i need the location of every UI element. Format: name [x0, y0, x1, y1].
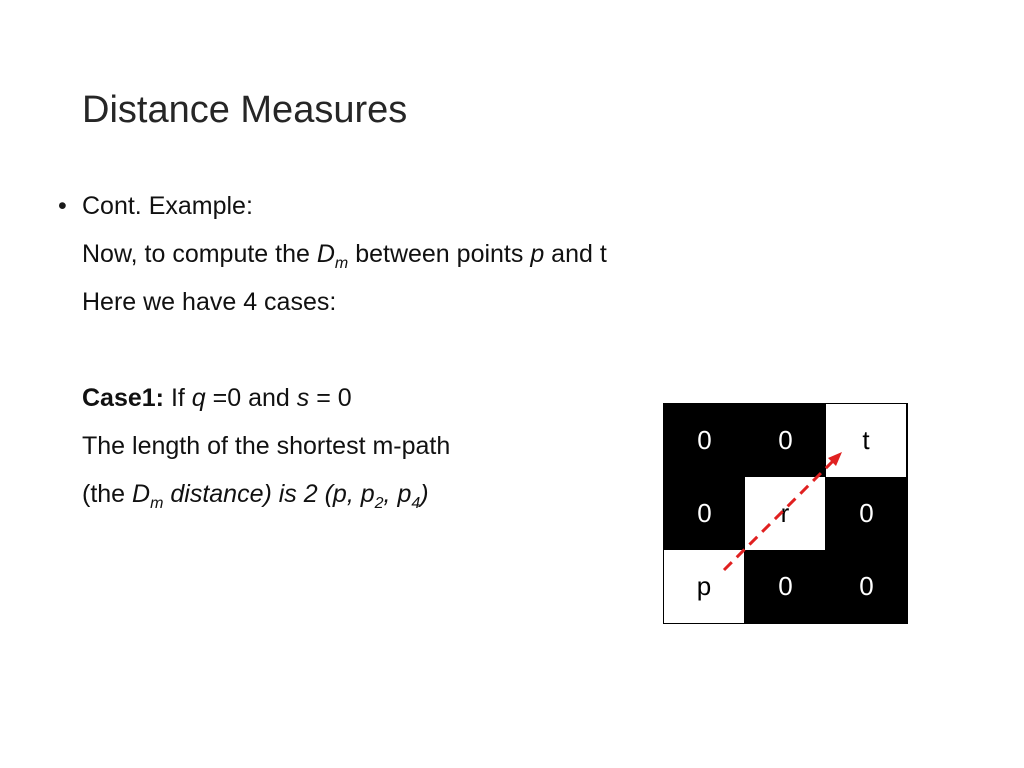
text-segment: Now, to compute the	[82, 240, 317, 268]
text-segment: If	[164, 384, 192, 412]
slide-title: Distance Measures	[82, 89, 408, 131]
grid-cell: 0	[664, 477, 745, 550]
line-cont-example: Cont. Example:	[82, 182, 607, 230]
grid-cell: t	[826, 404, 907, 477]
text-segment: )	[420, 480, 429, 508]
subscript-4: 4	[411, 495, 421, 512]
bullet-marker: •	[58, 192, 67, 220]
line-case1: Case1: If q =0 and s = 0	[82, 374, 607, 422]
symbol-s: s	[296, 384, 310, 412]
text-segment: = 0	[309, 384, 352, 412]
text-segment: (the	[82, 480, 133, 508]
symbol-p: p	[530, 240, 545, 268]
subscript-m: m	[334, 255, 349, 272]
grid-cell: 0	[664, 404, 745, 477]
symbol-d: D	[132, 480, 151, 508]
symbol-q: q	[191, 384, 206, 412]
grid-cell: 0	[745, 550, 826, 623]
text-segment: and t	[544, 240, 607, 268]
text-segment: Cont. Example:	[82, 192, 253, 220]
grid-cell: p	[664, 550, 745, 623]
spacer	[82, 326, 607, 374]
line-shortest-path: The length of the shortest m-path	[82, 422, 607, 470]
text-segment: Here we have 4 cases:	[82, 288, 337, 316]
line-dm-distance: (the Dm distance) is 2 (p, p2, p4)	[82, 470, 607, 518]
grid-cell: 0	[826, 477, 907, 550]
line-four-cases: Here we have 4 cases:	[82, 278, 607, 326]
grid-cell: 0	[826, 550, 907, 623]
text-segment: distance) is 2 (p, p	[163, 480, 375, 508]
subscript-2: 2	[374, 495, 384, 512]
slide-body: Cont. Example: Now, to compute the Dm be…	[82, 182, 607, 518]
subscript-m: m	[150, 495, 164, 512]
grid-cell: 0	[745, 404, 826, 477]
case-label: Case1:	[82, 384, 164, 412]
symbol-d: D	[316, 240, 335, 268]
text-segment: The length of the shortest m-path	[82, 432, 451, 460]
text-segment: =0 and	[205, 384, 297, 412]
text-segment: between points	[348, 240, 531, 268]
grid-cell: r	[745, 477, 826, 550]
line-compute-dm: Now, to compute the Dm between points p …	[82, 230, 607, 278]
text-segment: , p	[383, 480, 412, 508]
